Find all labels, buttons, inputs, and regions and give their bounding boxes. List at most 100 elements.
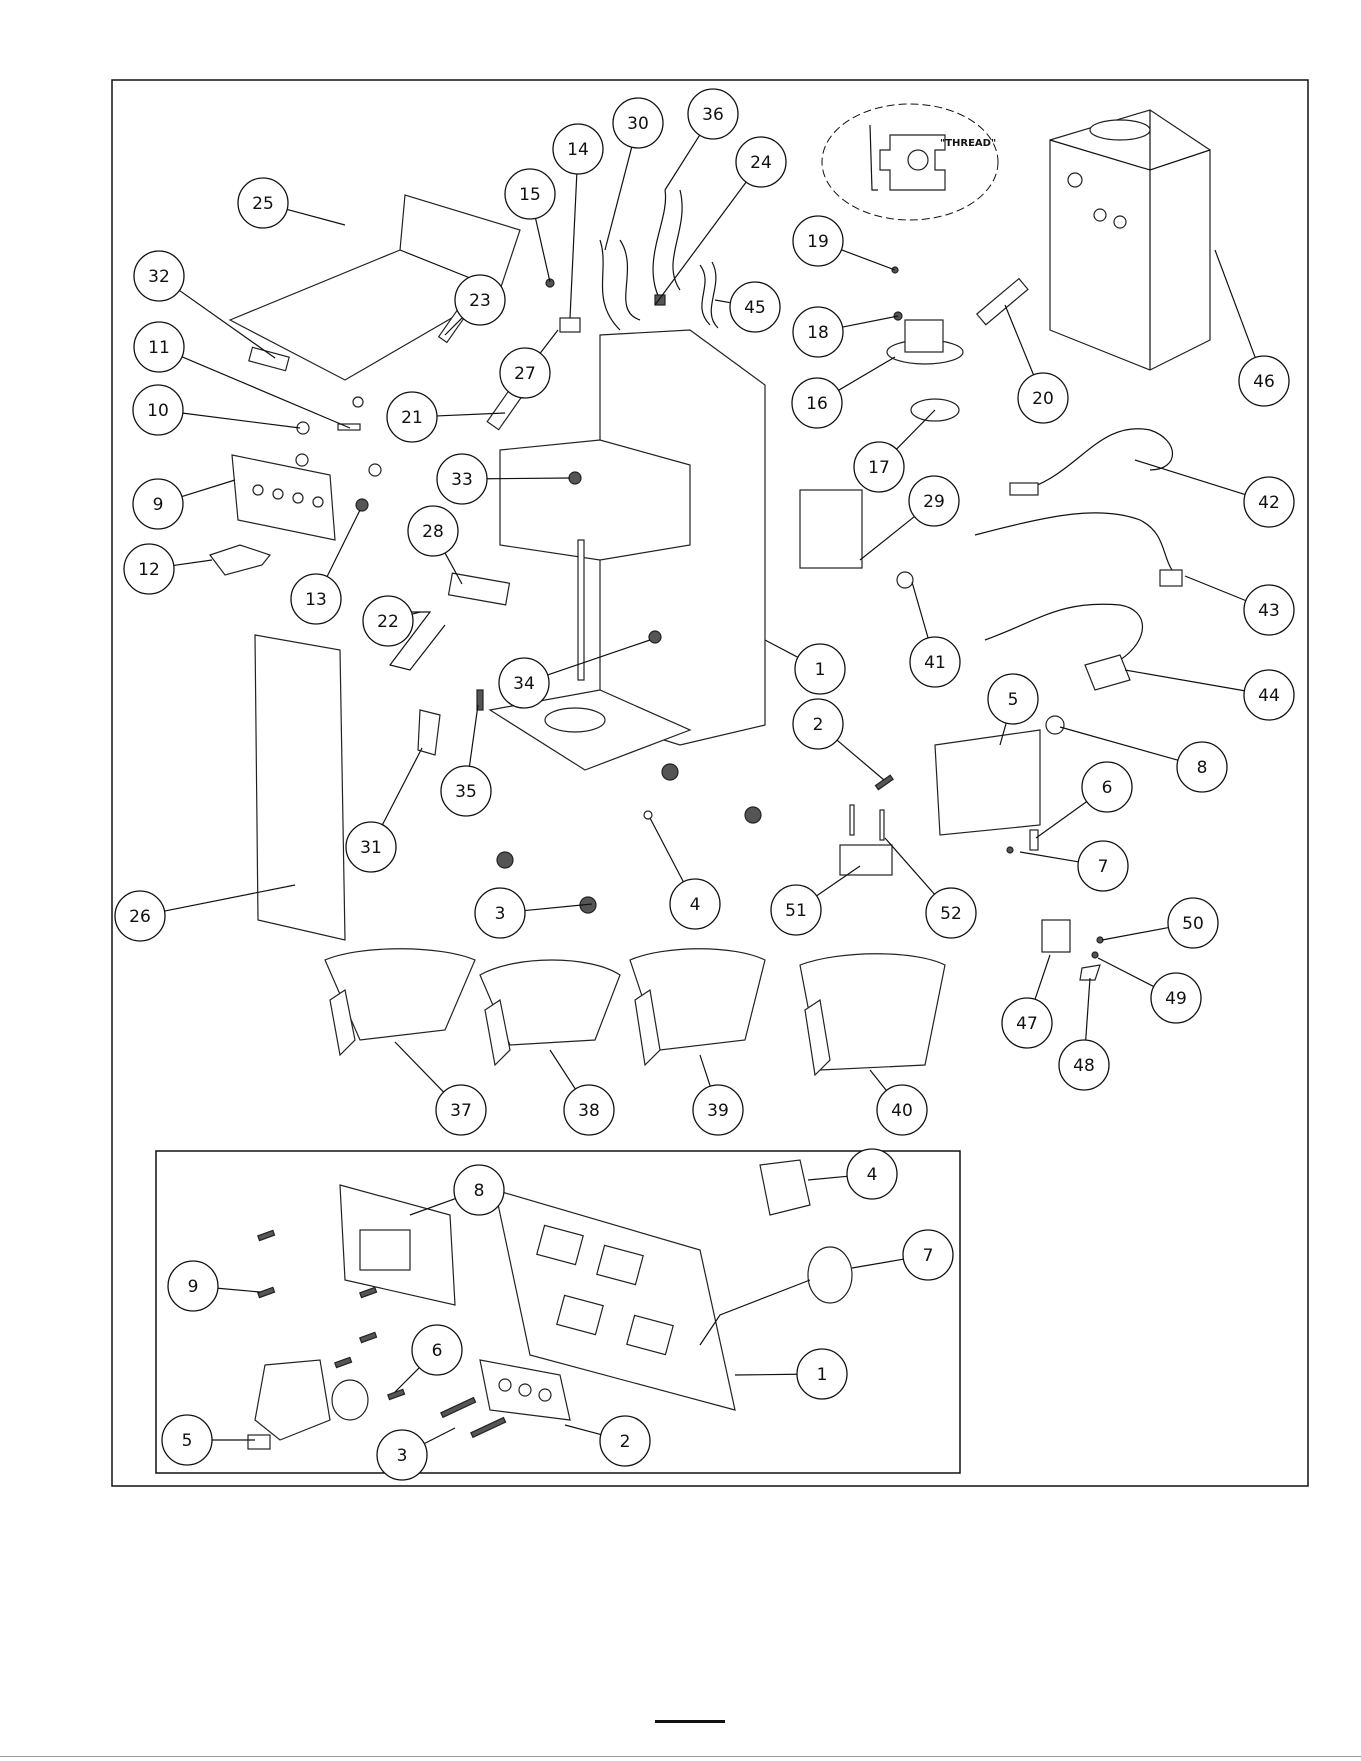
part-47	[1042, 920, 1070, 952]
main-leader-41	[912, 582, 928, 638]
main-callout-51: 51	[771, 866, 860, 935]
part-33	[569, 472, 581, 484]
main-callout-25: 25	[238, 178, 345, 228]
harness-30	[600, 240, 640, 330]
main-callout-number-46: 46	[1253, 372, 1275, 392]
main-leader-43	[1185, 576, 1246, 601]
main-callout-number-4: 4	[690, 895, 701, 915]
main-callout-number-16: 16	[806, 394, 828, 414]
inset-callout-number-1: 1	[817, 1365, 828, 1385]
main-leader-48	[1086, 978, 1090, 1040]
inset-leader-4	[808, 1176, 847, 1180]
main-callout-number-24: 24	[750, 153, 772, 173]
main-callout-46: 46	[1215, 250, 1289, 406]
main-callout-number-37: 37	[450, 1101, 472, 1121]
main-callout-number-30: 30	[627, 114, 649, 134]
inset-callout-1: 1	[735, 1349, 847, 1399]
inset-callout-number-8: 8	[474, 1181, 485, 1201]
main-leader-50	[1102, 928, 1168, 940]
main-callout-number-51: 51	[785, 901, 807, 921]
main-leader-40	[870, 1070, 886, 1090]
main-callout-27: 27	[500, 330, 558, 398]
part-6	[1030, 830, 1038, 850]
main-callout-14: 14	[553, 124, 603, 318]
inset-callout-6: 6	[395, 1325, 462, 1392]
main-callout-number-3: 3	[495, 904, 506, 924]
main-callout-number-31: 31	[360, 838, 382, 858]
main-leader-37	[395, 1042, 444, 1092]
inset-leader-1	[735, 1374, 797, 1375]
main-callout-15: 15	[505, 169, 555, 282]
part-drawings: "THREAD"	[210, 104, 1210, 1075]
main-leader-24	[655, 182, 746, 305]
inset-callout-7: 7	[852, 1230, 953, 1280]
part-4	[644, 811, 652, 819]
main-callout-number-17: 17	[868, 458, 890, 478]
inset-screw-c	[360, 1332, 377, 1342]
part-41	[897, 572, 913, 588]
main-callout-number-7: 7	[1098, 857, 1109, 877]
main-callout-number-26: 26	[129, 907, 151, 927]
main-callout-48: 48	[1059, 978, 1109, 1090]
main-callout-number-21: 21	[401, 408, 423, 428]
cord-44	[985, 604, 1143, 660]
main-leader-47	[1035, 955, 1050, 999]
main-leader-27	[540, 330, 558, 353]
main-callout-45: 45	[715, 282, 780, 332]
main-leader-25	[287, 209, 345, 225]
part-8	[1046, 716, 1064, 734]
main-callout-number-33: 33	[451, 470, 473, 490]
main-leader-8	[1060, 727, 1178, 760]
main-leader-9	[182, 480, 235, 497]
screw-2	[875, 775, 893, 789]
main-callout-number-10: 10	[147, 401, 169, 421]
main-callout-31: 31	[346, 748, 422, 872]
main-callout-30: 30	[605, 98, 663, 250]
main-callout-43: 43	[1185, 576, 1294, 635]
main-callout-number-34: 34	[513, 674, 535, 694]
foot-3c	[745, 807, 761, 823]
main-callout-number-38: 38	[578, 1101, 600, 1121]
main-callout-number-42: 42	[1258, 493, 1280, 513]
label-32	[249, 347, 289, 370]
main-leader-4	[650, 818, 683, 882]
main-callout-number-49: 49	[1165, 989, 1187, 1009]
main-leader-39	[700, 1055, 710, 1086]
main-callout-number-20: 20	[1032, 389, 1054, 409]
main-callout-52: 52	[885, 838, 976, 938]
main-leader-1	[765, 640, 798, 657]
main-callout-42: 42	[1135, 460, 1294, 527]
main-callout-number-39: 39	[707, 1101, 729, 1121]
foot-3d	[662, 764, 678, 780]
main-callout-number-44: 44	[1258, 686, 1280, 706]
inset-callout-4: 4	[808, 1149, 897, 1199]
inset-callout-5: 5	[162, 1415, 255, 1465]
cord-42	[1030, 429, 1173, 488]
tube-20	[977, 279, 1028, 325]
inset-callout-number-2: 2	[620, 1432, 631, 1452]
main-leader-42	[1135, 460, 1245, 495]
main-callout-number-48: 48	[1073, 1056, 1095, 1076]
inset-leader-2	[565, 1425, 601, 1435]
main-callout-37: 37	[395, 1042, 486, 1135]
main-leader-33	[487, 478, 570, 479]
main-callout-10: 10	[133, 385, 300, 435]
main-callout-39: 39	[693, 1055, 743, 1135]
inset-callout-9: 9	[168, 1261, 260, 1311]
main-leader-31	[382, 748, 422, 825]
nut-13	[356, 499, 368, 511]
main-callout-number-52: 52	[940, 904, 962, 924]
part-7	[1007, 847, 1013, 853]
main-callout-number-36: 36	[702, 105, 724, 125]
main-leader-29	[860, 517, 914, 560]
main-leader-7	[1020, 852, 1078, 862]
main-callout-number-47: 47	[1016, 1014, 1038, 1034]
inset-leader-9	[218, 1288, 260, 1292]
main-callout-3: 3	[475, 888, 592, 938]
part-14	[560, 318, 580, 332]
inset-screw-3a	[441, 1398, 476, 1418]
main-callout-number-27: 27	[514, 364, 536, 384]
main-leader-38	[550, 1050, 575, 1089]
main-leader-10	[183, 413, 300, 428]
